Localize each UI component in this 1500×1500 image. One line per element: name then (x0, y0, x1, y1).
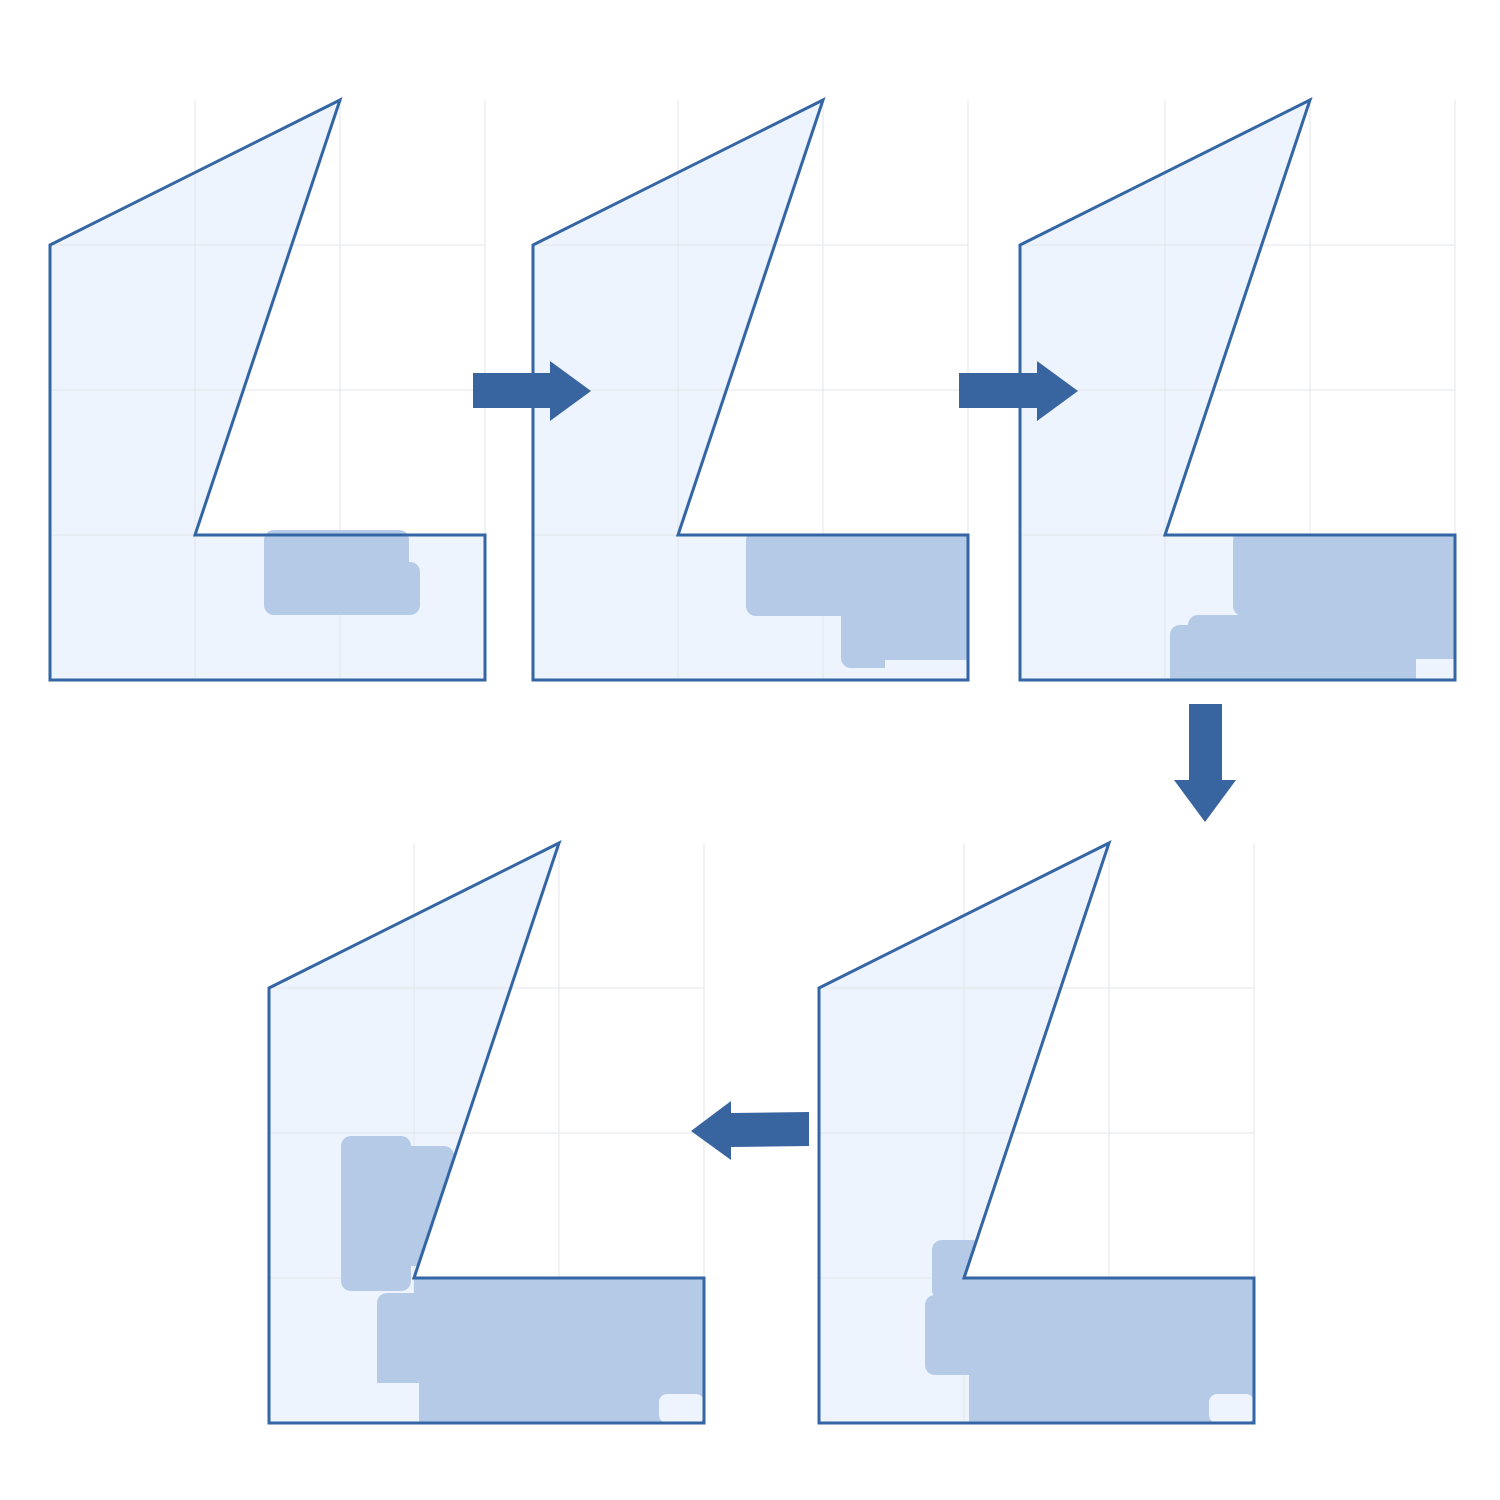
filled-region (1170, 530, 1455, 680)
panel-step-2 (531, 98, 970, 682)
filled-region (925, 1240, 1254, 1423)
arrow-down-icon (1174, 704, 1236, 822)
panel-step-1 (48, 98, 487, 682)
filled-region (341, 1136, 704, 1423)
arrow-right-icon (473, 361, 591, 421)
panel-step-5 (267, 841, 706, 1425)
filled-region (746, 530, 968, 668)
filled-region (264, 530, 420, 615)
arrow-right-icon (959, 361, 1078, 421)
panel-step-4 (817, 841, 1256, 1425)
arrow-left-icon (691, 1101, 809, 1160)
panel-step-3 (1018, 98, 1457, 682)
